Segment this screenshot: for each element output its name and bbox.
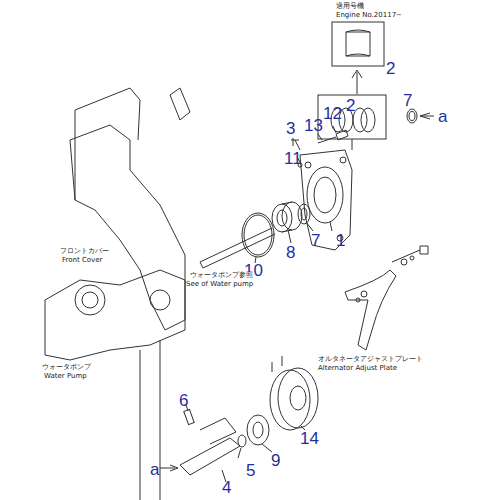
- callout-number: 11: [284, 150, 302, 169]
- part-label: See of Water pump: [186, 281, 253, 289]
- part-label: 適用号機: [336, 3, 364, 11]
- part-label: ウォータポンプ参照: [190, 272, 253, 280]
- part-label: Engine No.20117~: [336, 12, 402, 20]
- part-label: Water Pump: [44, 373, 87, 381]
- callout-number: a: [150, 461, 159, 480]
- callout-number: a: [438, 108, 447, 127]
- callout-number: 8: [286, 244, 295, 263]
- callout-number: 9: [271, 452, 280, 471]
- callout-number: 6: [179, 392, 188, 411]
- callout-number: 12: [323, 105, 342, 124]
- part-label: ウォータポンプ: [42, 364, 91, 372]
- part-label: Alternator Adjust Plate: [318, 365, 397, 373]
- callout-number: 2: [346, 97, 355, 116]
- callout-number: 14: [300, 430, 319, 449]
- callout-number: 2: [386, 60, 395, 79]
- part-label: フロントカバー: [60, 248, 109, 256]
- callout-number: 1: [336, 232, 345, 251]
- callout-number: 4: [222, 479, 231, 498]
- callout-number: 3: [286, 120, 295, 139]
- callout-number: 5: [246, 462, 255, 481]
- part-label: オルタネータアジャストプレート: [318, 356, 423, 364]
- callout-number: 7: [311, 232, 320, 251]
- callout-number: 7: [403, 92, 412, 111]
- callout-number: 13: [304, 117, 323, 136]
- part-label: Front Cover: [62, 257, 102, 265]
